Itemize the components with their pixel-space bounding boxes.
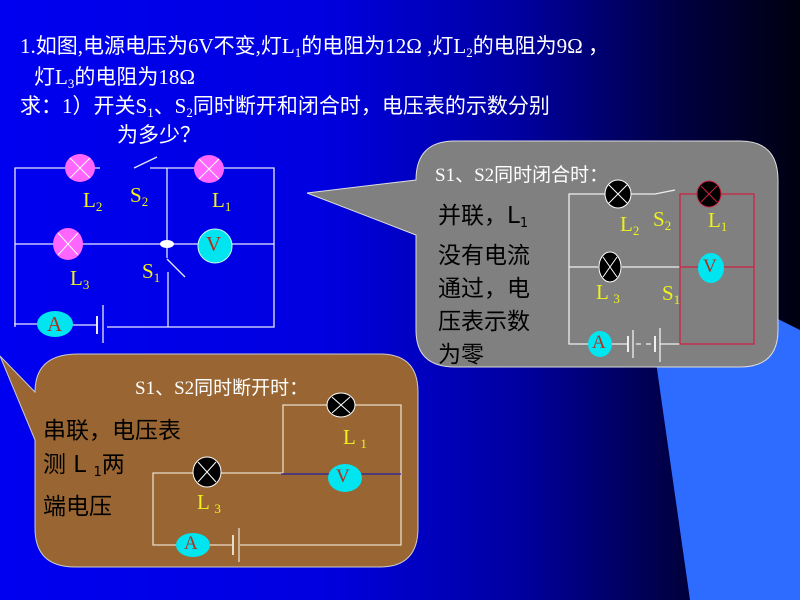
question-line-2: 灯L3的电阻为18Ω: [34, 61, 195, 92]
text: 测 L: [43, 452, 94, 478]
text: 1.如图,电源电压为6V不变,灯L: [20, 34, 295, 58]
label-l2: L2: [83, 188, 102, 215]
text: L: [83, 188, 96, 212]
lamp-l3-icon: [53, 228, 83, 260]
text: L: [708, 208, 721, 232]
ammeter-icon: [176, 533, 210, 557]
text: 、S: [153, 94, 187, 118]
voltmeter-label: V: [703, 256, 717, 277]
label-l1: L 1: [343, 425, 367, 452]
subscript: 3: [214, 501, 221, 516]
text: S: [653, 207, 665, 231]
lamp-l1-icon: [326, 392, 356, 418]
text-line: 测 L 1两: [43, 448, 181, 490]
ammeter-icon: [588, 331, 612, 357]
text: 的电阻为9Ω ，: [472, 34, 610, 58]
subscript: 1: [153, 270, 161, 285]
voltmeter-icon: [328, 464, 362, 492]
text: 两: [101, 452, 125, 478]
text: L: [343, 425, 361, 449]
ammeter-label: A: [47, 312, 63, 336]
text: S: [130, 183, 142, 207]
label-s2: S2: [130, 183, 148, 210]
text-line: 并联，L1: [438, 200, 530, 240]
lamp-l1-icon: [194, 155, 224, 183]
label-s2: S2: [653, 207, 671, 234]
text: 同时断开和闭合时，电压表的示数分别: [192, 94, 550, 118]
subscript: 1: [673, 292, 681, 307]
subscript: 1: [224, 199, 232, 214]
junction-node: [160, 240, 174, 248]
text-line: 没有电流: [438, 243, 530, 269]
text: 求：1）开关S: [20, 94, 148, 118]
text-line: 为零: [438, 342, 484, 368]
lamp-l2-icon: [604, 179, 632, 209]
question-line-3: 求：1）开关S1、S2同时断开和闭合时，电压表的示数分别: [20, 90, 550, 121]
subscript: 1: [294, 45, 302, 60]
subscript: 3: [613, 291, 620, 306]
text: L: [212, 188, 225, 212]
label-l2: L2: [620, 212, 639, 239]
text: 灯L: [34, 65, 68, 89]
label-l1: L1: [212, 188, 231, 215]
subscript: 1: [720, 219, 728, 234]
label-l3: L 3: [197, 490, 221, 517]
subscript: 2: [632, 223, 640, 238]
text: 并联，L: [438, 203, 520, 229]
label-l3: L 3: [596, 280, 620, 307]
voltmeter-label: V: [206, 232, 222, 256]
text-line: 串联，电压表: [43, 418, 181, 444]
text: L: [596, 280, 614, 304]
voltmeter-label: V: [336, 466, 350, 487]
ammeter-label: A: [184, 533, 198, 554]
closed-callout-title: S1、S2同时闭合时：: [435, 165, 609, 186]
switch-s2-blade: [654, 189, 676, 195]
text: L: [197, 490, 215, 514]
switch-s1-blade: [166, 258, 186, 278]
subscript: 1: [360, 436, 367, 451]
text-line: 压表示数: [438, 309, 530, 335]
text: L: [620, 212, 633, 236]
subscript: 1: [519, 216, 529, 231]
open-callout-title: S1、S2同时断开时：: [135, 378, 309, 399]
question-line-1: 1.如图,电源电压为6V不变,灯L1的电阻为12Ω ,灯L2的电阻为9Ω ，: [20, 30, 609, 61]
subscript: 1: [93, 465, 102, 480]
text-line: 端电压: [43, 494, 112, 520]
lamp-l3-icon: [598, 251, 622, 283]
text: L: [70, 266, 83, 290]
text: S: [142, 259, 154, 283]
subscript: 2: [95, 199, 103, 214]
subscript: 2: [141, 194, 149, 209]
text: 的电阻为18Ω: [74, 65, 195, 89]
lamp-l1-icon: [696, 180, 722, 208]
voltmeter-icon: [197, 228, 233, 264]
closed-callout-explanation: 并联，L1 没有电流 通过，电 压表示数 为零: [438, 200, 530, 372]
lamp-l2-icon: [65, 154, 95, 182]
text-line: 通过，电: [438, 276, 530, 302]
subscript: 2: [664, 218, 672, 233]
label-l3: L3: [70, 266, 89, 293]
label-l1: L1: [708, 208, 727, 235]
open-callout-explanation: 串联，电压表 测 L 1两 端电压: [43, 414, 181, 524]
voltmeter-icon: [698, 253, 724, 283]
text: S: [662, 281, 674, 305]
text: 的电阻为12Ω ,灯L: [301, 34, 467, 58]
lamp-l3-icon: [192, 456, 222, 488]
subscript: 3: [67, 76, 75, 91]
switch-s2-blade: [133, 156, 158, 169]
question-line-4: 为多少？: [117, 123, 201, 147]
ammeter-icon: [37, 311, 73, 337]
label-s1: S1: [662, 281, 680, 308]
subscript: 2: [186, 105, 193, 120]
ammeter-label: A: [592, 332, 606, 353]
subscript: 1: [147, 105, 154, 120]
subscript: 3: [82, 277, 90, 292]
label-s1: S1: [142, 259, 160, 286]
subscript: 2: [466, 45, 473, 60]
